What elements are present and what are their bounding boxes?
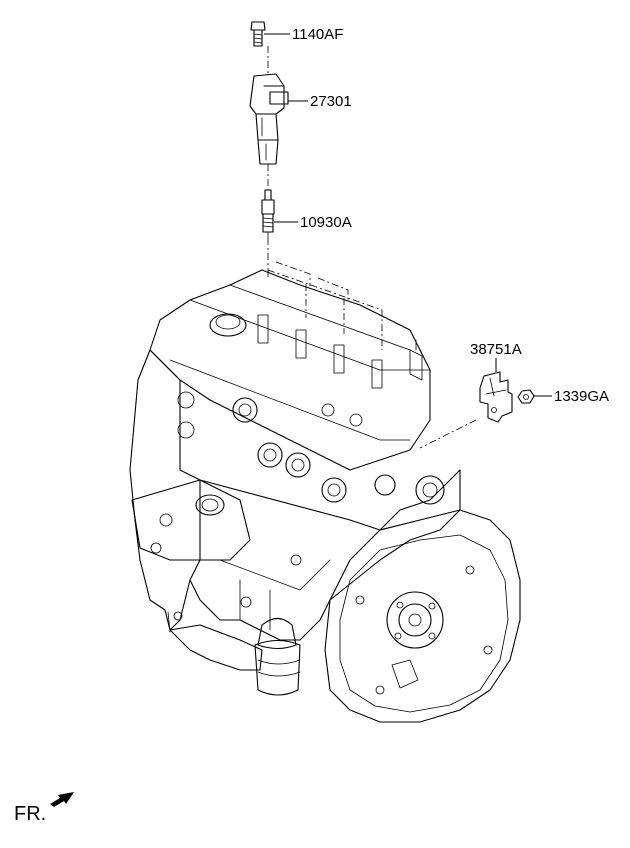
front-arrow-icon (50, 792, 74, 807)
label-1339ga[interactable]: 1339GA (554, 388, 609, 405)
ignition-coil-icon[interactable] (249, 73, 289, 165)
label-27301[interactable]: 27301 (310, 93, 352, 110)
engine-assembly-icon (129, 269, 521, 723)
front-direction-label: FR. (14, 803, 46, 825)
label-38751a[interactable]: 38751A (470, 341, 522, 358)
bracket-icon[interactable] (479, 371, 513, 423)
assembly-guide-lines (267, 46, 477, 449)
spark-plug-icon[interactable] (261, 189, 275, 239)
label-1140af[interactable]: 1140AF (292, 26, 343, 43)
bolt-1140af-icon[interactable] (250, 21, 266, 47)
nut-icon[interactable] (517, 389, 535, 404)
label-10930a[interactable]: 10930A (300, 214, 352, 231)
